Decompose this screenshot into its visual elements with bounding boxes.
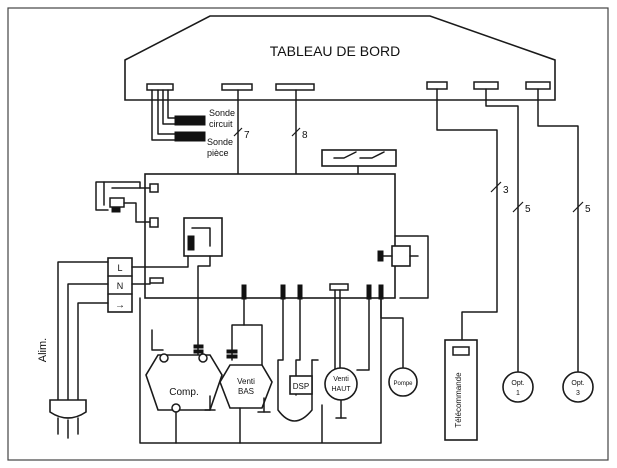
dashboard-connector-6 — [525, 81, 551, 90]
power-supply-label: Alim. — [37, 338, 49, 362]
dashboard-label: TABLEAU DE BORD — [270, 43, 400, 59]
fan-high-label-1: Venti — [333, 376, 349, 383]
probe-room-label-1: Sonde — [207, 137, 233, 147]
power-terminal-block: L N → — [107, 255, 189, 313]
option-1: 5 Opt. 1 — [485, 88, 534, 403]
dashboard-connector-3 — [275, 83, 315, 91]
probe-wiring: Sonde circuit Sonde pièce — [151, 89, 235, 158]
board-left-connectors — [95, 181, 164, 284]
dashboard-panel: TABLEAU DE BORD — [124, 15, 556, 101]
wire-count-8: 8 — [302, 130, 308, 141]
fan-low-label-1: Venti — [237, 377, 255, 386]
switch-block — [321, 149, 397, 187]
float-switch — [377, 235, 429, 299]
fan-low: Venti BAS — [219, 298, 273, 444]
terminal-earth: → — [115, 300, 125, 311]
dashboard-connector-5 — [473, 81, 499, 90]
dsp-unit: DSP — [277, 298, 319, 422]
option-1-label-1: Opt. — [511, 380, 524, 387]
probe-room-sensor — [174, 131, 206, 142]
probe-circuit-label-1: Sonde — [209, 108, 235, 118]
fan-high-label-2: HAUT — [331, 386, 351, 393]
wire-count-5b: 5 — [585, 204, 591, 215]
mains-supply: Alim. — [37, 261, 109, 439]
dsp-label: DSP — [293, 382, 309, 391]
wire-count-7: 7 — [244, 130, 250, 141]
compressor-label: Comp. — [169, 387, 198, 398]
pump-label: Pompe — [393, 381, 413, 387]
dsp-box — [289, 375, 313, 395]
remote-box — [444, 339, 478, 441]
fan-low-label-2: BAS — [238, 387, 254, 396]
option-3: 5 Opt. 3 — [537, 88, 594, 403]
dashboard-connector-2 — [221, 83, 253, 91]
option-3-label-1: Opt. — [571, 380, 584, 387]
probe-circuit-sensor — [174, 115, 206, 126]
compressor: Comp. — [145, 329, 223, 444]
wire-count-5a: 5 — [525, 204, 531, 215]
remote-label: Télécommande — [454, 372, 463, 428]
probe-room-label-2: pièce — [207, 148, 229, 158]
terminal-l: L — [117, 263, 122, 273]
dashboard-connector-1 — [146, 83, 174, 91]
option-1-label-2: 1 — [516, 390, 520, 397]
pump: Pompe — [380, 298, 418, 397]
fan-high: Venti HAUT — [324, 289, 370, 419]
bottom-return-wire — [139, 297, 382, 444]
dashboard-connector-4 — [426, 81, 448, 90]
probe-circuit-label-2: circuit — [209, 119, 233, 129]
wire-count-3: 3 — [503, 185, 509, 196]
remote-control: 3 Télécommande — [436, 88, 509, 441]
option-3-label-2: 3 — [576, 390, 580, 397]
board-bottom-connectors — [241, 283, 384, 300]
board-relay — [183, 217, 223, 349]
control-board — [144, 173, 396, 299]
terminal-n: N — [117, 281, 124, 291]
